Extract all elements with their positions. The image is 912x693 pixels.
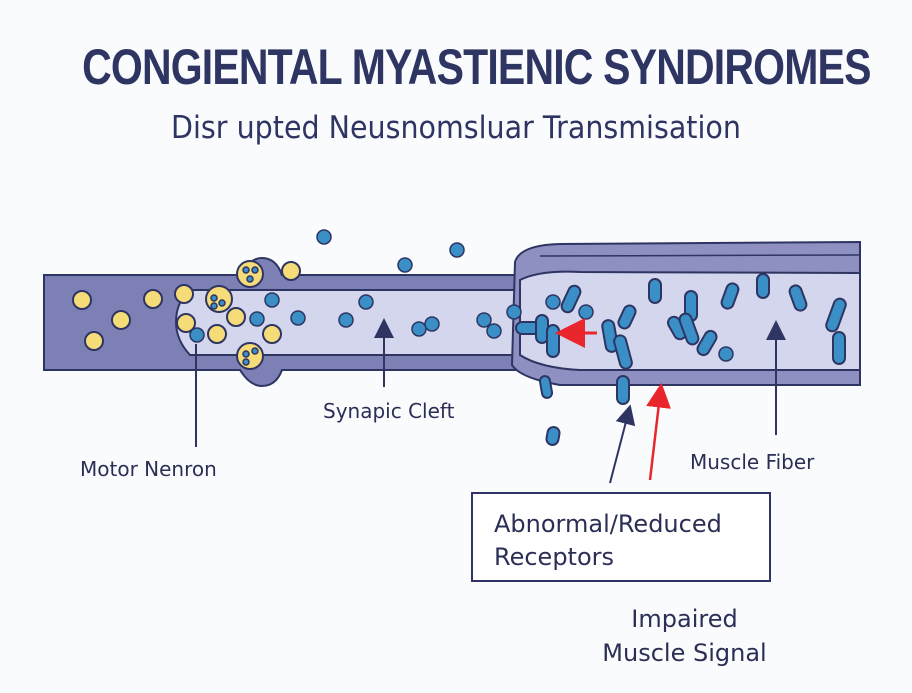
acetylcholine-molecules <box>189 229 734 366</box>
receptor <box>545 426 561 446</box>
receptors-label: Abnormal/Reduced Receptors <box>494 510 722 571</box>
receptor <box>613 334 633 370</box>
diagram-title: CONGIENTAL MYASTIENIC SYNDIROMES <box>82 39 871 95</box>
vesicle <box>281 261 301 281</box>
vesicle-cluster <box>236 342 264 370</box>
impaired-signal-label: Impaired Muscle Signal <box>602 605 767 667</box>
receptors <box>515 273 847 446</box>
motor-neuron-label: Motor Nenron <box>80 457 217 481</box>
receptor <box>696 329 718 357</box>
diagram-subtitle: Disr upted Neusnomsluar Transmisation <box>171 110 741 146</box>
receptor <box>756 273 770 299</box>
vesicle <box>176 313 196 333</box>
receptors-pointer <box>609 404 636 484</box>
vesicle <box>84 331 104 351</box>
red-arrow-impaired <box>646 382 671 481</box>
receptor <box>560 284 582 314</box>
vesicle <box>226 307 246 327</box>
receptor <box>616 375 630 405</box>
receptor <box>788 284 808 312</box>
vesicle <box>174 284 194 304</box>
receptor <box>538 375 554 399</box>
vesicle <box>262 324 282 344</box>
receptors-callout-box: Abnormal/Reduced Receptors <box>471 492 771 582</box>
receptor <box>720 282 740 310</box>
vesicle-cluster <box>205 285 233 313</box>
vesicle <box>143 289 163 309</box>
receptor <box>617 304 637 330</box>
vesicle-cluster <box>236 260 264 288</box>
vesicle <box>111 310 131 330</box>
synaptic-cleft-label: Synapic Cleft <box>323 399 455 423</box>
muscle-fiber-label: Muscle Fiber <box>690 450 815 474</box>
receptor <box>648 278 662 304</box>
vesicle <box>207 324 227 344</box>
receptor <box>825 297 847 333</box>
receptor <box>678 312 700 346</box>
muscle-fiber-membrane-line <box>539 254 861 257</box>
receptor <box>832 331 846 365</box>
vesicle <box>72 290 92 310</box>
receptor <box>546 324 560 358</box>
